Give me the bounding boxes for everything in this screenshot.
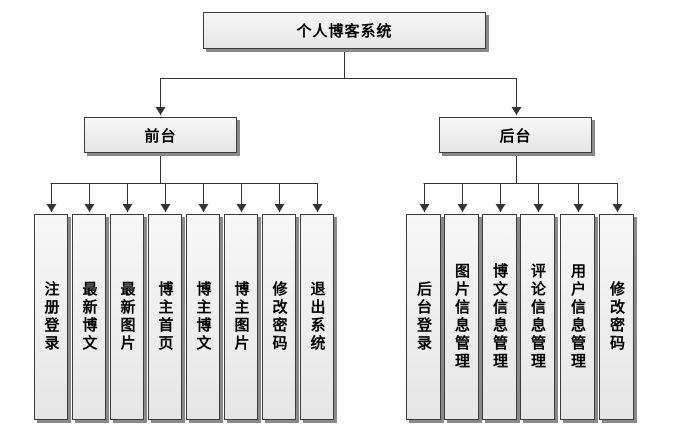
front-item: 博主博文 bbox=[186, 214, 220, 420]
front-item-label: 博主图片 bbox=[232, 281, 251, 353]
front-item-label: 最新图片 bbox=[118, 281, 137, 353]
front-item-label: 注册登录 bbox=[42, 281, 61, 353]
front-item: 博主图片 bbox=[224, 214, 258, 420]
front-item: 退出系统 bbox=[300, 214, 334, 420]
back-item-label: 用户信息管理 bbox=[569, 263, 587, 371]
front-item: 注册登录 bbox=[34, 214, 68, 420]
front-item: 最新博文 bbox=[72, 214, 106, 420]
front-item: 博主首页 bbox=[148, 214, 182, 420]
back-item-label: 评论信息管理 bbox=[529, 263, 547, 371]
front-label: 前台 bbox=[144, 126, 177, 145]
front-item: 修改密码 bbox=[262, 214, 296, 420]
back-item: 用户信息管理 bbox=[560, 214, 595, 420]
front-item-label: 最新博文 bbox=[80, 281, 99, 353]
back-item-label: 修改密码 bbox=[608, 281, 626, 353]
back-node: 后台 bbox=[439, 117, 592, 153]
back-item-label: 博文信息管理 bbox=[491, 263, 509, 371]
front-item-label: 博主首页 bbox=[156, 281, 175, 353]
back-item: 后台登录 bbox=[406, 214, 441, 420]
back-item: 博文信息管理 bbox=[482, 214, 517, 420]
back-item-label: 后台登录 bbox=[415, 281, 433, 353]
front-item: 最新图片 bbox=[110, 214, 144, 420]
root-node: 个人博客系统 bbox=[203, 12, 486, 49]
back-label: 后台 bbox=[499, 126, 532, 145]
front-node: 前台 bbox=[84, 117, 237, 153]
back-item: 图片信息管理 bbox=[444, 214, 479, 420]
back-item: 评论信息管理 bbox=[520, 214, 555, 420]
front-item-label: 退出系统 bbox=[308, 281, 327, 353]
back-item-label: 图片信息管理 bbox=[453, 263, 471, 371]
front-item-label: 博主博文 bbox=[194, 281, 213, 353]
back-item: 修改密码 bbox=[599, 214, 634, 420]
root-label: 个人博客系统 bbox=[296, 22, 393, 40]
front-item-label: 修改密码 bbox=[270, 281, 289, 353]
